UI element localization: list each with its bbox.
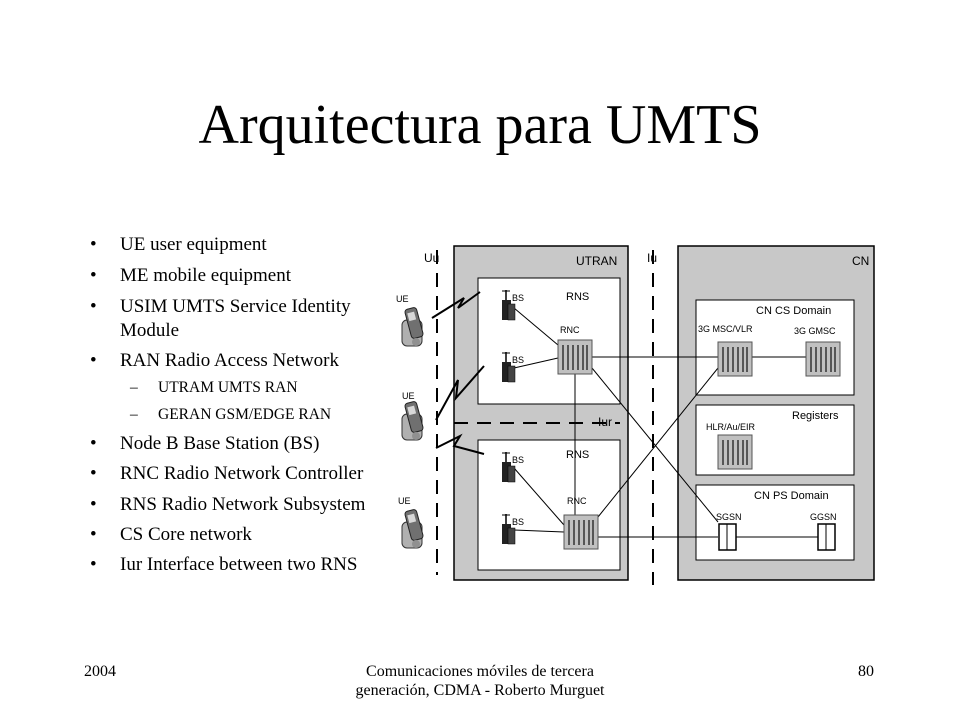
sub-bullet-text: GERAN GSM/EDGE RAN <box>158 406 332 423</box>
ue-label: UE <box>396 294 409 304</box>
gmsc-rack-icon <box>805 341 841 377</box>
rnc-rack-icon <box>563 514 599 550</box>
gmsc-label: 3G GMSC <box>794 326 836 336</box>
bullet-text: Module <box>120 320 180 341</box>
bullet-marker: • <box>90 234 97 255</box>
cn-cs-domain-label: CN CS Domain <box>756 305 831 317</box>
rnc-label: RNC <box>560 325 580 335</box>
rnc-sgsn-link <box>591 367 719 523</box>
cn-label: CN <box>852 254 869 268</box>
ue-label: UE <box>402 391 415 401</box>
footer-year: 2004 <box>84 663 116 680</box>
rns-box-bottom <box>477 439 621 571</box>
bullet-text: ME mobile equipment <box>120 265 291 286</box>
rns-label: RNS <box>566 291 589 303</box>
bullet-marker: • <box>90 265 97 286</box>
cn-ps-domain-label: CN PS Domain <box>754 490 829 502</box>
rns-label: RNS <box>566 449 589 461</box>
ggsn-label: GGSN <box>810 512 837 522</box>
uu-label: Uu <box>424 251 439 265</box>
bs-rnc-link <box>513 467 565 526</box>
bullet-marker: • <box>90 463 97 484</box>
ue-handset-icon <box>401 508 425 549</box>
iu-label: Iu <box>647 251 657 265</box>
radio-link-zigzag <box>435 433 485 455</box>
bullet-marker: • <box>90 350 97 371</box>
bs-label: BS <box>512 517 524 527</box>
bullet-text: USIM UMTS Service Identity <box>120 296 351 317</box>
bullet-text: RNC Radio Network Controller <box>120 463 364 484</box>
bullet-marker: • <box>90 296 97 317</box>
iur-label: Iur <box>598 415 612 429</box>
bullet-text: Iur Interface between two RNS <box>120 554 358 575</box>
rnc-label: RNC <box>567 496 587 506</box>
ue-label: UE <box>398 496 411 506</box>
bs-label: BS <box>512 455 524 465</box>
bullet-marker: • <box>90 524 97 545</box>
bs-label: BS <box>512 293 524 303</box>
bs-rnc-link <box>513 529 565 533</box>
bullet-text: CS Core network <box>120 524 252 545</box>
sgsn-label: SGSN <box>716 512 742 522</box>
hlr-label: HLR/Au/EIR <box>706 422 756 432</box>
bullet-marker: • <box>90 554 97 575</box>
ue-handset-icon <box>401 400 425 441</box>
bullet-marker: • <box>90 433 97 454</box>
bullet-text: Node B Base Station (BS) <box>120 433 320 454</box>
rns-box-top <box>477 277 621 405</box>
msc-vlr-rack-icon <box>717 341 753 377</box>
utran-label: UTRAN <box>576 254 617 268</box>
sub-bullet-marker: – <box>130 379 138 396</box>
bullet-text: RNS Radio Network Subsystem <box>120 494 366 515</box>
radio-link-zigzag <box>435 365 485 421</box>
bs-label: BS <box>512 355 524 365</box>
registers-label: Registers <box>792 410 839 422</box>
bs-rnc-link <box>513 357 559 369</box>
footer-course-title: Comunicaciones móviles de tercera genera… <box>355 663 605 699</box>
bullet-marker: • <box>90 494 97 515</box>
bs-rnc-link <box>513 307 559 346</box>
rnc-rack-icon <box>557 339 593 375</box>
slide-title: Arquitectura para UMTS <box>198 94 762 156</box>
ue-handset-icon <box>401 306 425 347</box>
footer-page-number: 80 <box>858 663 874 680</box>
umts-architecture-diagram: Uu Iu Iur UTRAN CN RNS RNS BS BS BS BS R… <box>396 245 875 585</box>
msc-vlr-label: 3G MSC/VLR <box>698 324 753 334</box>
bullet-text: UE user equipment <box>120 234 267 255</box>
bullet-text: RAN Radio Access Network <box>120 350 339 371</box>
hlr-rack-icon <box>717 434 753 470</box>
sub-bullet-marker: – <box>130 406 138 423</box>
sgsn-router-icon <box>718 523 737 551</box>
rnc-msc-link <box>597 367 719 518</box>
radio-link-zigzag <box>431 291 481 319</box>
ggsn-router-icon <box>817 523 836 551</box>
sub-bullet-text: UTRAM UMTS RAN <box>158 379 298 396</box>
